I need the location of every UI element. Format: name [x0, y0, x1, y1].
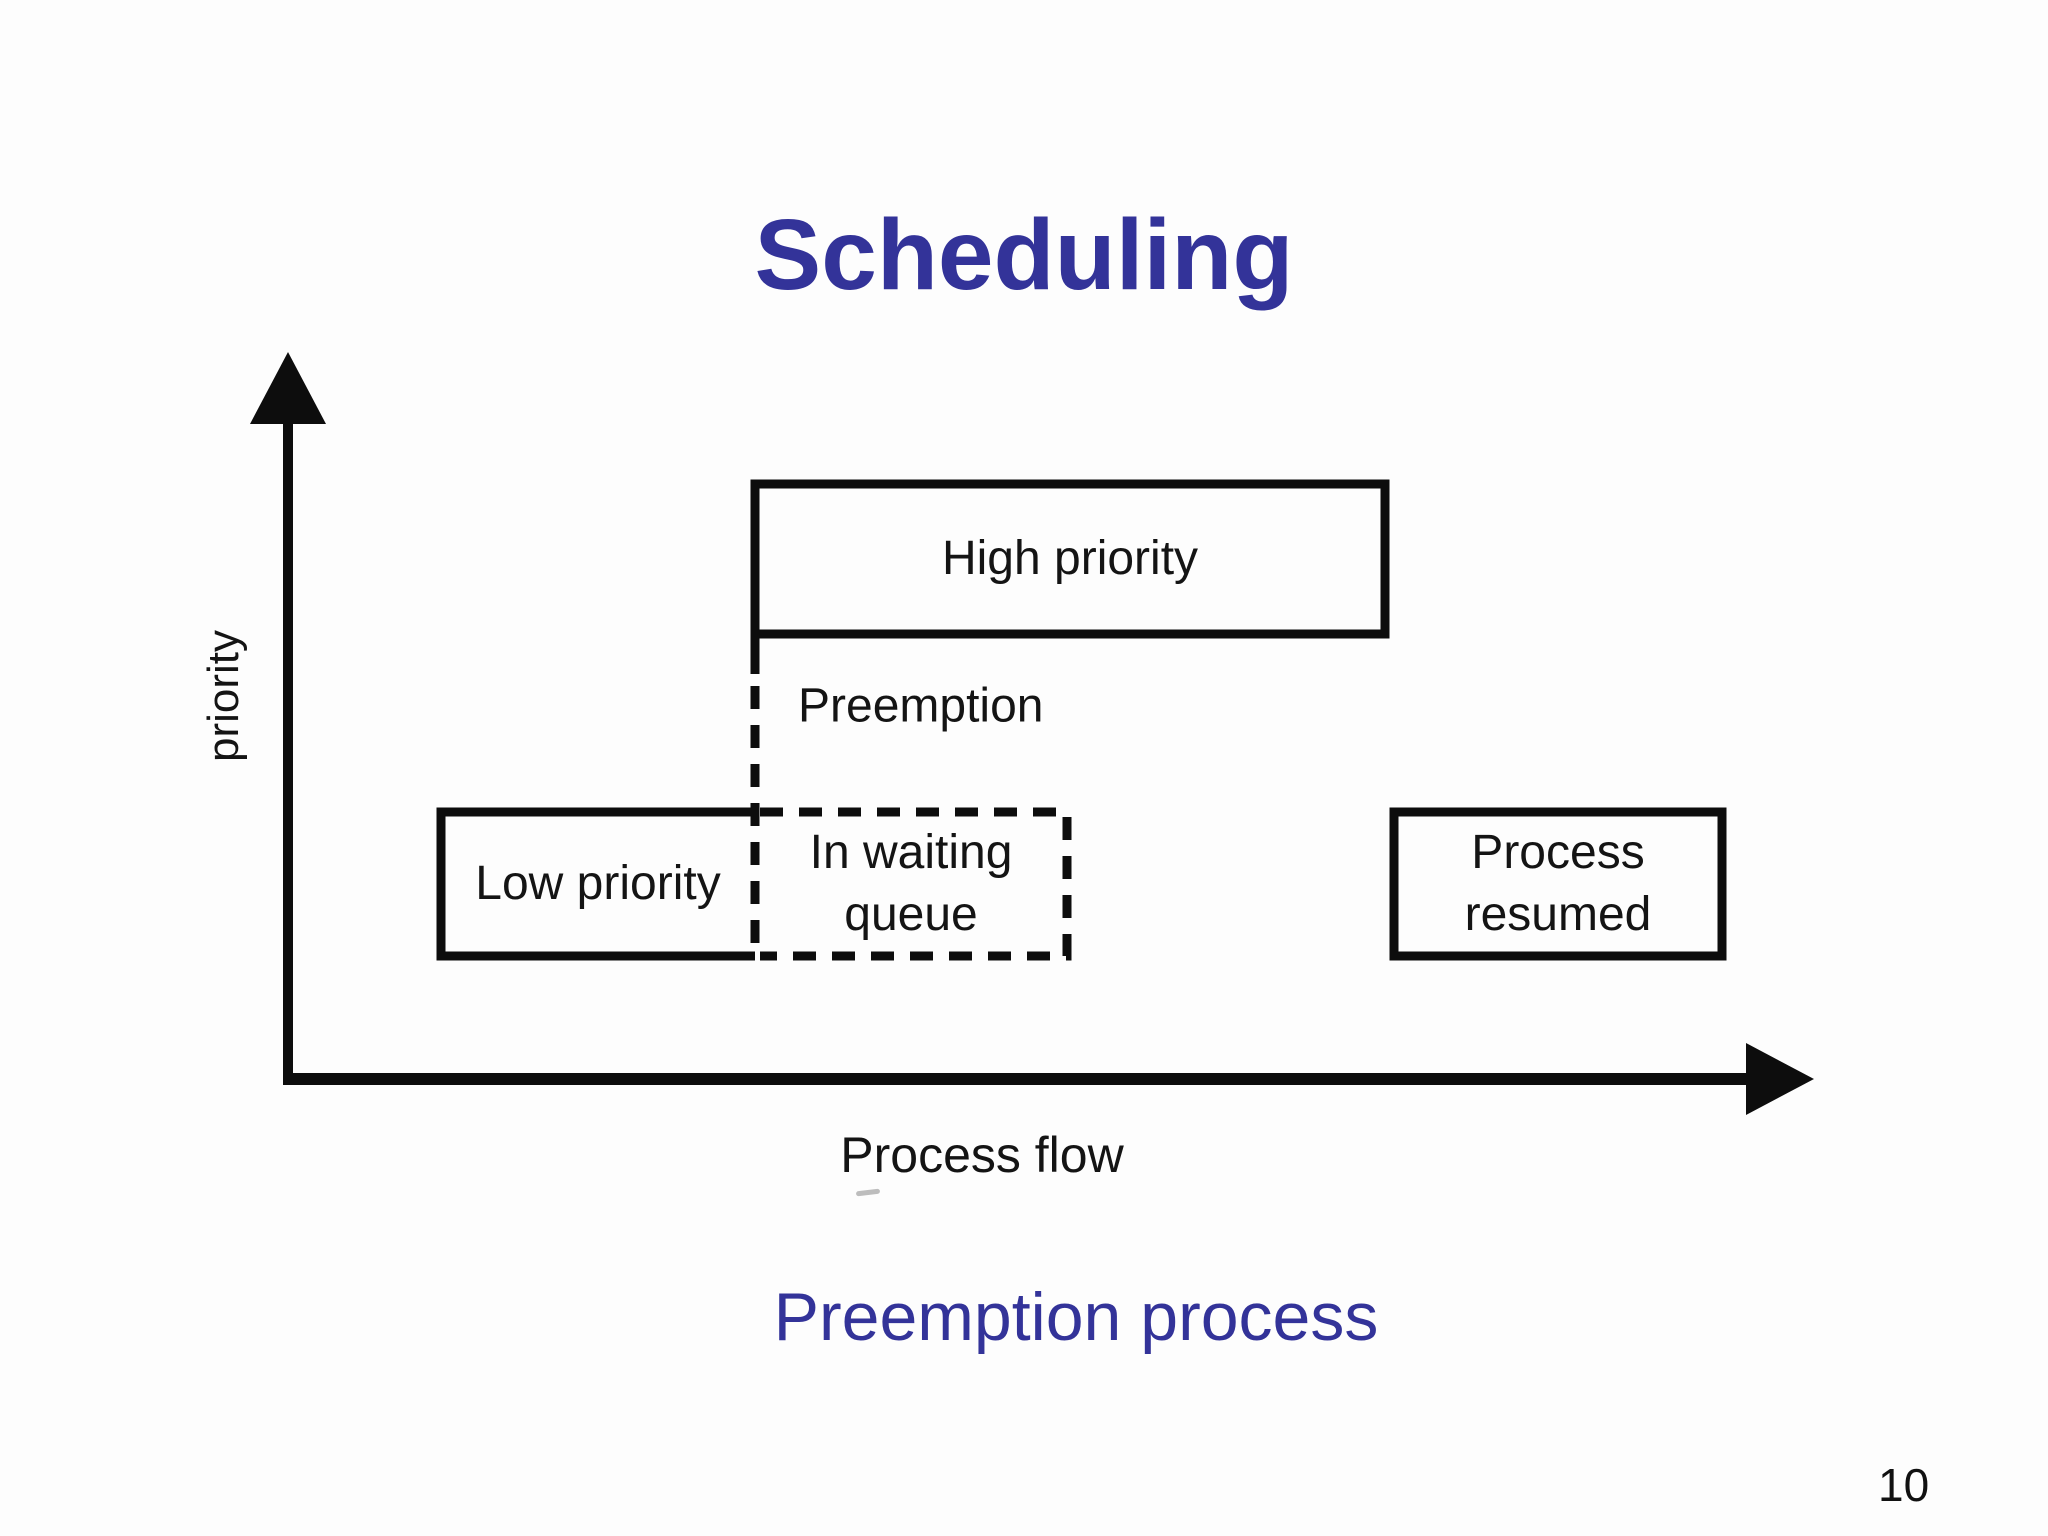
waiting-queue-box-outline [760, 807, 1072, 961]
slide-caption: Preemption process [773, 1279, 1379, 1355]
process-resumed-box-label-line1: Process [1471, 826, 1645, 879]
page-number: 10 [1878, 1459, 1930, 1511]
low-priority-box-label: Low priority [475, 857, 721, 910]
process-resumed-box-label-line2: resumed [1464, 888, 1652, 941]
high-priority-box-outline [750, 479, 1390, 639]
page-title: Scheduling [754, 199, 1294, 311]
waiting-queue-box-label-line2: queue [844, 888, 978, 941]
x-axis-arrowhead-icon [1746, 1043, 1814, 1115]
preemption-label: Preemption [798, 679, 1044, 733]
waiting-queue-box-label-line1: In waiting [809, 826, 1013, 879]
process-resumed-box-label: Process resumed [1394, 812, 1722, 956]
high-priority-box-label: High priority [941, 532, 1199, 585]
process-resumed-box-outline [1389, 807, 1727, 961]
low-priority-box-outline [436, 807, 755, 961]
waiting-queue-box-label: In waiting queue [755, 812, 1067, 956]
y-axis-label: priority [199, 629, 248, 763]
y-axis-arrowhead-icon [250, 352, 326, 424]
x-axis-label: Process flow [840, 1127, 1124, 1183]
